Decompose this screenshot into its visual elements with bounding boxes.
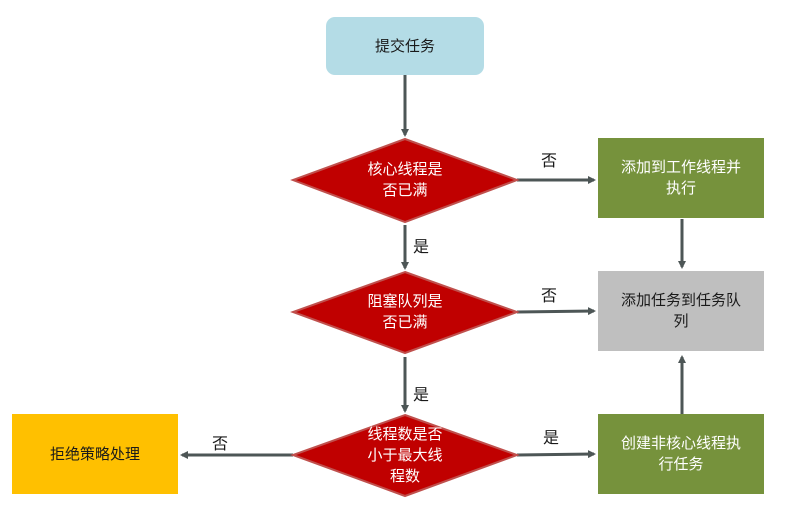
- node-create-noncore-label: 创建非核心线程执 行任务: [620, 434, 741, 473]
- edge-max-yes: [516, 450, 596, 459]
- node-create-noncore: 创建非核心线程执 行任务: [598, 414, 764, 494]
- node-add-queue-label: 添加任务到任务队 列: [620, 291, 741, 330]
- decision-max-threads-shape: [290, 413, 520, 498]
- node-add-queue: 添加任务到任务队 列: [598, 271, 764, 351]
- decision-queue-full-label: 阻塞队列是 否已满: [367, 292, 443, 331]
- decision-queue-full-shape: [290, 270, 520, 355]
- edge-label-queue-no: 否: [541, 286, 558, 305]
- decision-core-full-label: 核心线程是 否已满: [367, 160, 443, 199]
- edge-label-max-no: 否: [212, 434, 229, 453]
- edge-label-max-yes: 是: [543, 428, 560, 447]
- decision-core-full-shape: [290, 137, 520, 224]
- node-submit-task: 提交任务: [326, 17, 484, 75]
- edge-queue-no: [516, 307, 596, 316]
- node-add-worker-label: 添加到工作线程并 执行: [620, 158, 741, 197]
- edge-label-core-no: 否: [541, 151, 558, 170]
- node-reject: 拒绝策略处理: [12, 414, 178, 494]
- edge-label-queue-yes: 是: [413, 385, 430, 404]
- edge-label-core-yes: 是: [413, 237, 430, 256]
- node-add-worker: 添加到工作线程并 执行: [598, 138, 764, 218]
- node-submit-task-label: 提交任务: [374, 36, 435, 55]
- decision-max-threads-label: 线程数是否 小于最大线 程数: [367, 425, 443, 485]
- node-reject-label: 拒绝策略处理: [49, 444, 140, 463]
